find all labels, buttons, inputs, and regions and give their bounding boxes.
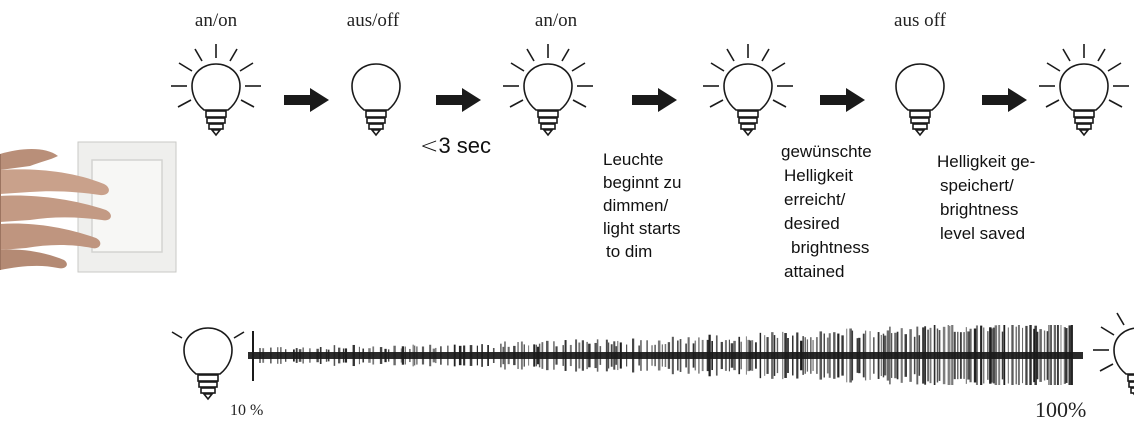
- light-bulb-on-icon: [168, 40, 264, 150]
- scale-ticks: [259, 325, 1073, 385]
- light-bulb-off-icon: [160, 304, 256, 414]
- note-brightness-saved: Helligkeit ge- speichert/ brightness lev…: [937, 152, 1036, 243]
- switch-rocker: [91, 159, 163, 253]
- note-desired-brightness: gewünschte Helligkeit erreicht/ desired …: [781, 142, 872, 281]
- brightness-scale: [248, 325, 1083, 385]
- timing-threshold: <3 sec: [420, 133, 492, 159]
- light-bulb-on-icon: [1036, 40, 1132, 150]
- state-label-1: an/on: [194, 10, 238, 31]
- arrow-right-icon: [820, 87, 866, 113]
- hand-pressing-switch: [0, 140, 180, 275]
- light-bulb-on-icon: [1090, 304, 1134, 414]
- state-label-3: an/on: [534, 10, 578, 31]
- light-bulb-off-icon: [328, 40, 424, 150]
- scale-max-label: 100%: [1035, 397, 1087, 422]
- arrow-right-icon: [632, 87, 678, 113]
- light-bulb-on-icon: [700, 40, 796, 150]
- note-dim-start: Leuchte beginnt zu dimmen/ light starts …: [603, 150, 682, 261]
- light-bulb-off-icon: [872, 40, 968, 150]
- state-label-2: aus/off: [346, 10, 400, 31]
- state-label-4: aus off: [894, 10, 946, 31]
- light-bulb-on-icon: [500, 40, 596, 150]
- arrow-right-icon: [982, 87, 1028, 113]
- scale-min-label: 10 %: [230, 402, 264, 419]
- arrow-right-icon: [436, 87, 482, 113]
- arrow-right-icon: [284, 87, 330, 113]
